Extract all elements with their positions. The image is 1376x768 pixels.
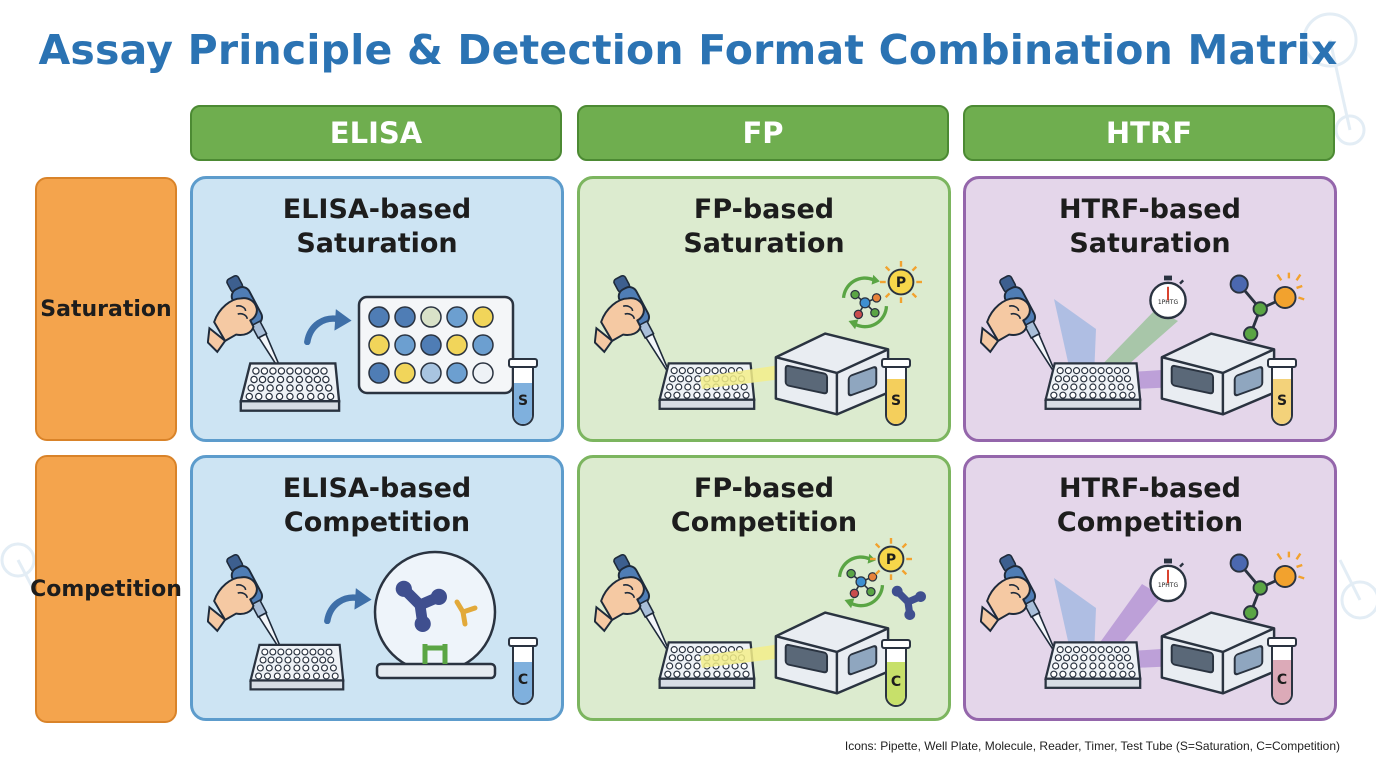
molecule-icon <box>1229 271 1306 342</box>
cell-title: HTRF-based Competition <box>966 472 1334 540</box>
cell-title-line1: HTRF-based <box>1059 473 1241 504</box>
arrow-icon <box>307 309 351 342</box>
pipette-icon <box>980 272 1063 375</box>
pipette-icon <box>207 551 290 654</box>
polarization-badge: P <box>870 538 912 580</box>
cell-title: ELISA-based Saturation <box>193 193 561 261</box>
cell-htrf-competition: HTRF-based Competition 1PHTG C <box>963 455 1337 721</box>
page-title: Assay Principle & Detection Format Combi… <box>38 26 1338 74</box>
light-beam <box>700 644 782 668</box>
column-header-htrf: HTRF <box>963 105 1335 161</box>
light-beam <box>1054 578 1096 656</box>
cell-illustration: P S <box>594 261 922 426</box>
test-tube-icon: S <box>508 358 538 426</box>
cell-title: ELISA-based Competition <box>193 472 561 540</box>
svg-text:S: S <box>518 393 528 409</box>
cell-illustration: C <box>207 550 538 705</box>
svg-text:1PHTG: 1PHTG <box>1158 299 1179 306</box>
cell-title-line1: ELISA-based <box>282 473 472 504</box>
svg-text:S: S <box>891 393 901 409</box>
timer-icon: 1PHTG <box>1149 558 1187 603</box>
light-beam <box>1096 309 1178 379</box>
cell-title: FP-based Saturation <box>580 193 948 261</box>
row-header-competition: Competition <box>30 455 182 723</box>
well-plate-icon <box>357 295 515 395</box>
cell-illustration: S <box>207 272 538 426</box>
test-tube-icon: S <box>881 358 911 426</box>
cell-illustration: P C <box>594 538 951 707</box>
cell-title: HTRF-based Saturation <box>966 193 1334 261</box>
arrow-icon <box>327 588 371 621</box>
row-header-saturation: Saturation <box>35 177 177 441</box>
svg-text:C: C <box>518 672 528 688</box>
cell-title-line2: Competition <box>1056 507 1244 538</box>
column-header-elisa: ELISA <box>190 105 562 161</box>
svg-text:P: P <box>886 552 896 568</box>
cell-title-line1: ELISA-based <box>282 194 472 225</box>
pipette-icon <box>594 272 677 375</box>
cell-title-line1: FP-based <box>693 194 835 225</box>
well-plate-icon <box>239 362 341 412</box>
icon-legend-footer: Icons: Pipette, Well Plate, Molecule, Re… <box>844 739 1340 753</box>
cell-title-line1: FP-based <box>693 473 835 504</box>
test-tube-icon: C <box>881 639 911 707</box>
well-plate-icon <box>1044 362 1142 410</box>
cell-title-line2: Saturation <box>296 228 458 259</box>
reader-icon <box>1160 332 1276 416</box>
cell-htrf-saturation: HTRF-based Saturation 1PHTG S <box>963 176 1337 442</box>
pipette-icon <box>207 272 290 375</box>
cell-title-line2: Saturation <box>1069 228 1231 259</box>
pipette-icon <box>594 551 677 654</box>
reader-icon <box>774 332 890 416</box>
light-beam <box>1054 299 1096 377</box>
cell-fp-saturation: FP-based Saturation P S <box>577 176 951 442</box>
competitor-molecule-icon <box>892 586 926 620</box>
cell-fp-competition: FP-based Competition P C <box>577 455 951 721</box>
cell-title: FP-based Competition <box>580 472 948 540</box>
cell-title-line1: HTRF-based <box>1059 194 1241 225</box>
light-beam <box>1096 584 1162 656</box>
molecule-icon <box>1229 550 1306 621</box>
cell-title-line2: Competition <box>283 507 471 538</box>
column-header-fp: FP <box>577 105 949 161</box>
reader-icon <box>774 611 890 695</box>
well-plate-icon <box>249 643 345 691</box>
molecule-icon <box>454 599 478 627</box>
reader-icon <box>1160 611 1276 695</box>
cell-elisa-competition: ELISA-based Competition C <box>190 455 564 721</box>
light-beam <box>700 365 782 389</box>
svg-text:S: S <box>1277 393 1287 409</box>
binding-sphere <box>373 550 497 680</box>
svg-text:C: C <box>891 674 901 690</box>
cell-title-line2: Competition <box>670 507 858 538</box>
svg-text:C: C <box>1277 672 1287 688</box>
test-tube-icon: C <box>508 637 538 705</box>
molecule-icon <box>837 552 885 610</box>
cell-illustration: 1PHTG S <box>980 271 1306 426</box>
timer-icon: 1PHTG <box>1149 275 1187 320</box>
test-tube-icon: C <box>1267 637 1297 705</box>
test-tube-icon: S <box>1267 358 1297 426</box>
cell-title-line2: Saturation <box>683 228 845 259</box>
well-plate-icon <box>1044 641 1142 689</box>
svg-text:P: P <box>896 275 906 291</box>
cell-illustration: 1PHTG C <box>980 550 1306 705</box>
cell-elisa-saturation: ELISA-based Saturation S <box>190 176 564 442</box>
svg-text:1PHTG: 1PHTG <box>1158 582 1179 589</box>
polarization-badge: P <box>880 261 922 303</box>
pipette-icon <box>980 551 1063 654</box>
